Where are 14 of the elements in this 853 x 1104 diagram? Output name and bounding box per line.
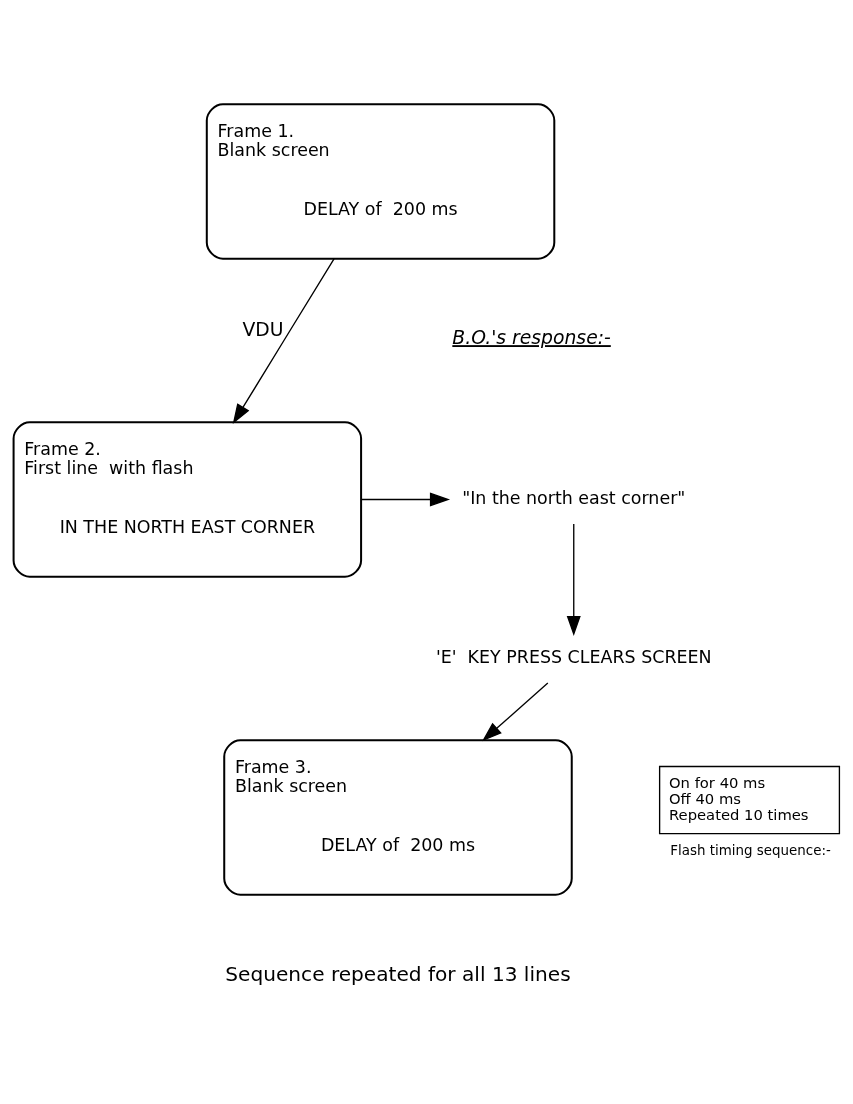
node-box: Frame 2. First line with flash IN THE NORTH EAST CORNER bbox=[12, 420, 363, 578]
node-box: Frame 3. Blank screen DELAY of 200 ms bbox=[223, 738, 573, 896]
edge-label: VDU bbox=[242, 318, 284, 340]
node-text: "In the north east corner" bbox=[462, 487, 686, 508]
node-box: On for 40 ms Off 40 ms Repeated 10 times bbox=[658, 765, 841, 834]
arrow bbox=[482, 681, 549, 741]
node-text: 'E' KEY PRESS CLEARS SCREEN bbox=[435, 646, 712, 667]
arrow bbox=[232, 257, 335, 424]
arrow bbox=[566, 522, 581, 636]
label: B.O.'s response:- bbox=[452, 326, 611, 348]
label: Sequence repeated for all 13 lines bbox=[225, 961, 571, 986]
arrow bbox=[360, 491, 451, 507]
node-box: Frame 1. Blank screen DELAY of 200 ms bbox=[205, 102, 556, 260]
node-label: Flash timing sequence:- bbox=[670, 842, 831, 858]
